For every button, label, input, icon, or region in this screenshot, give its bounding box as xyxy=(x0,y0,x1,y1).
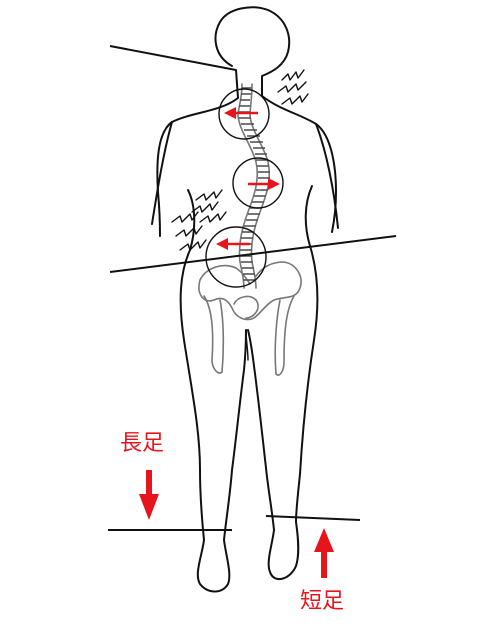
waist-outline xyxy=(187,185,313,251)
shift-arrow-left-lower xyxy=(216,238,250,250)
inner-leg-line xyxy=(245,329,249,361)
zigzag-pain-icon xyxy=(277,69,309,105)
mid-spine-circle xyxy=(232,157,284,209)
upper-spine-circle xyxy=(218,88,270,140)
right-arm-outline xyxy=(315,123,339,229)
zigzag-pain-icon-left-upper xyxy=(191,189,227,223)
arrow-up-icon xyxy=(314,528,334,578)
left-arm-outline xyxy=(151,121,173,225)
long-leg-label: 長足 xyxy=(120,431,164,456)
spine-left-edge xyxy=(237,83,259,289)
zigzag-pain-icon-left-lower xyxy=(171,211,207,251)
arrow-down-icon xyxy=(139,470,159,520)
lower-spine-circle xyxy=(205,226,267,288)
head-outline xyxy=(214,6,291,99)
pelvis-tilt-line xyxy=(109,235,397,273)
short-leg-floor-line xyxy=(265,515,361,521)
shift-arrow-right-mid xyxy=(248,178,280,190)
pelvis-bone xyxy=(198,261,302,321)
hip-leg-outline-right xyxy=(247,245,319,581)
hip-leg-outline xyxy=(179,249,247,593)
torso-outline xyxy=(156,95,337,237)
femur-bones xyxy=(203,295,295,376)
short-leg-label: 短足 xyxy=(300,589,344,614)
shift-arrow-left-upper xyxy=(224,107,258,119)
shoulder-tilt-line xyxy=(109,45,237,71)
